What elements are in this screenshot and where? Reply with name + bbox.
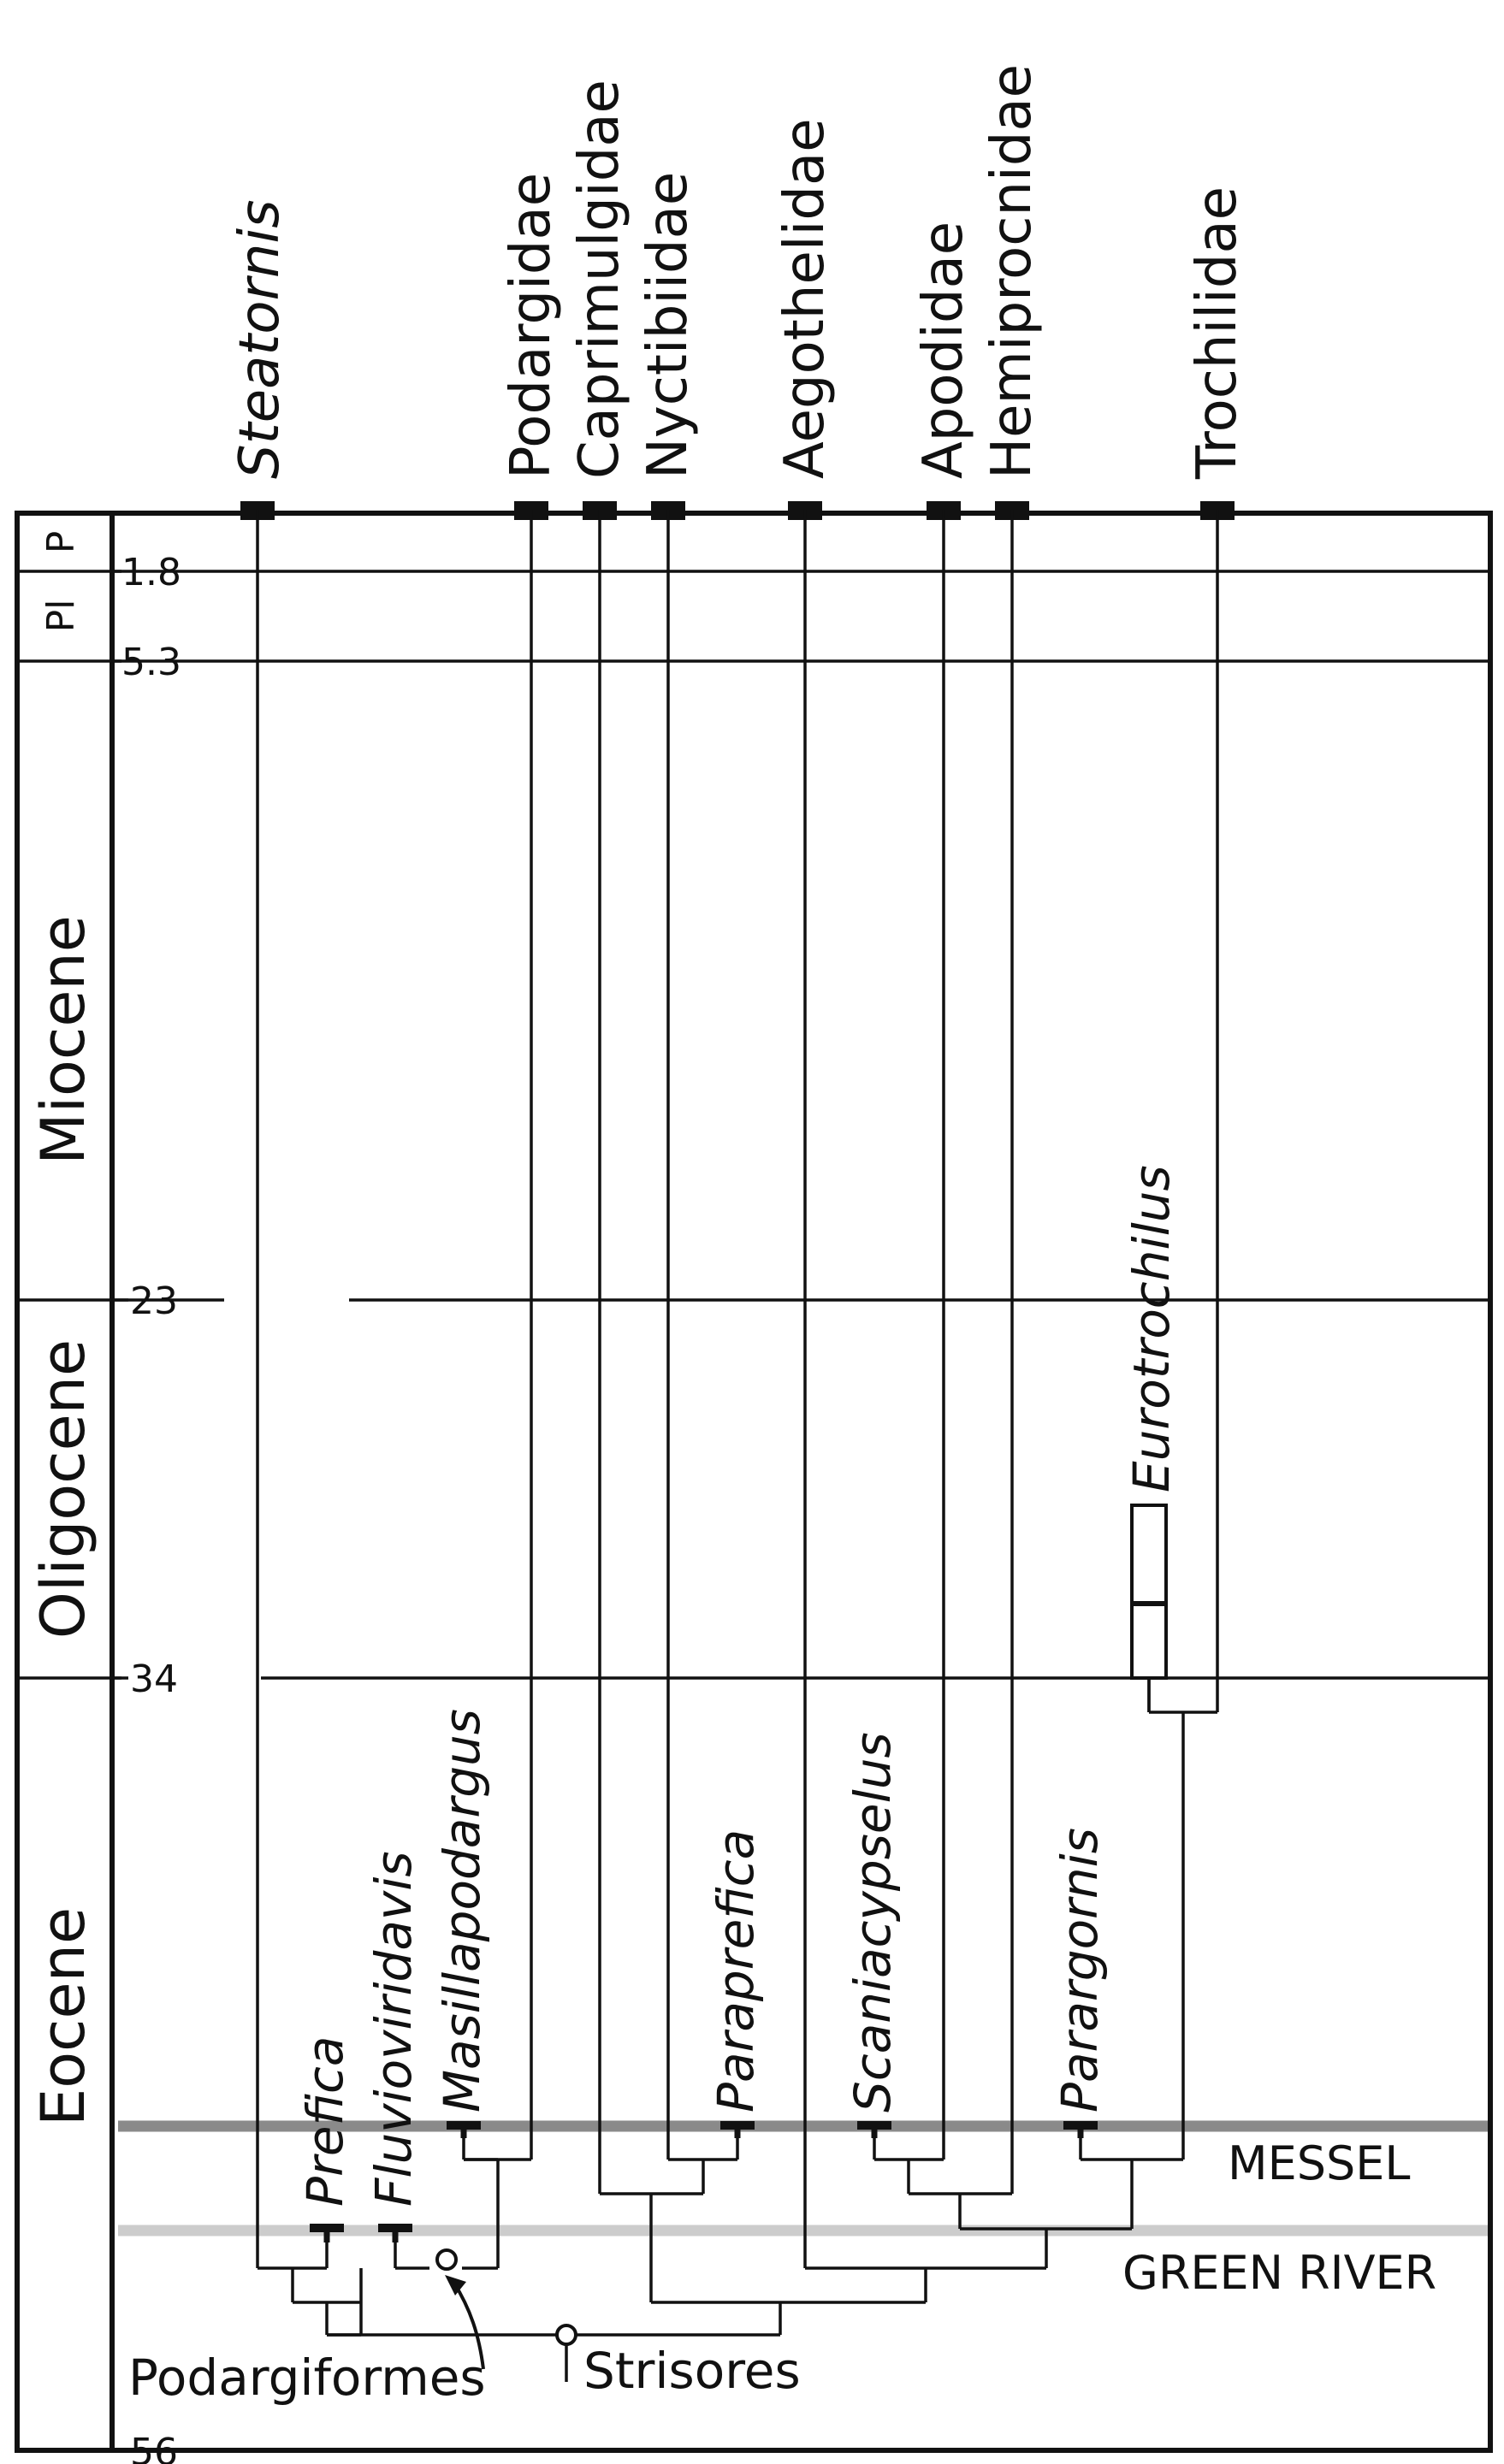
clade-nodes xyxy=(435,2248,577,2370)
epoch-labels: P Pl Miocene Oligocene Eocene xyxy=(28,531,98,2126)
taxon-apodidae: Apodidae xyxy=(912,222,975,479)
epoch-eocene: Eocene xyxy=(28,1907,98,2126)
epoch-oligocene: Oligocene xyxy=(28,1339,98,1639)
taxon-aegothelidae: Aegothelidae xyxy=(773,118,837,479)
extant-taxa: Steatornis Podargidae Caprimulgidae Nyct… xyxy=(228,64,1249,480)
chart-frame xyxy=(15,511,1493,2453)
fossil-paraprefica: Paraprefica xyxy=(707,1829,765,2112)
fossil-fluvioviridavis: Fluvioviridavis xyxy=(364,1851,423,2207)
epoch-pliocene: Pl xyxy=(39,600,83,633)
strisores-node xyxy=(555,2324,577,2346)
fossil-labels: Prefica Fluvioviridavis Masillapodargus … xyxy=(296,1165,1181,2207)
epoch-miocene: Miocene xyxy=(28,915,98,1165)
fossil-parargornis: Parargornis xyxy=(1051,1828,1109,2112)
fossil-masillapodargus: Masillapodargus xyxy=(433,1709,491,2112)
clade-strisores: Strisores xyxy=(583,2342,801,2400)
time-ticks: 1.8 5.3 23 34 56 xyxy=(112,551,181,2464)
taxon-hemiprocnidae: Hemiprocnidae xyxy=(980,64,1044,479)
taxon-steatornis: Steatornis xyxy=(228,199,292,479)
fossil-eurotrochilus: Eurotrochilus xyxy=(1122,1165,1181,1492)
tick-23: 23 xyxy=(130,1279,178,1323)
fossil-markers xyxy=(310,2121,1098,2242)
time-boundaries xyxy=(17,570,1490,1680)
tick-56: 56 xyxy=(130,2431,178,2464)
tick-1-8: 1.8 xyxy=(121,551,181,594)
epoch-pleistocene: P xyxy=(39,531,83,554)
tick-5-3: 5.3 xyxy=(121,641,181,684)
fossil-prefica: Prefica xyxy=(296,2036,354,2207)
fossil-scaniacypselus: Scaniacypselus xyxy=(844,1732,902,2112)
podargiformes-node xyxy=(435,2248,458,2271)
tick-34: 34 xyxy=(130,1657,178,1701)
site-messel: MESSEL xyxy=(1228,2136,1410,2190)
taxon-caprimulgidae: Caprimulgidae xyxy=(568,80,631,479)
taxon-trochilidae: Trochilidae xyxy=(1186,186,1249,480)
taxon-nyctibiidae: Nyctibiidae xyxy=(637,172,700,479)
extant-markers xyxy=(240,501,1235,520)
phylogeny-branches xyxy=(256,510,1219,2382)
eurotrochilus-range xyxy=(1130,1504,1168,1712)
site-green-river: GREEN RIVER xyxy=(1122,2246,1436,2300)
clade-podargiformes: Podargiformes xyxy=(128,2349,486,2407)
taxon-podargidae: Podargidae xyxy=(500,173,563,479)
